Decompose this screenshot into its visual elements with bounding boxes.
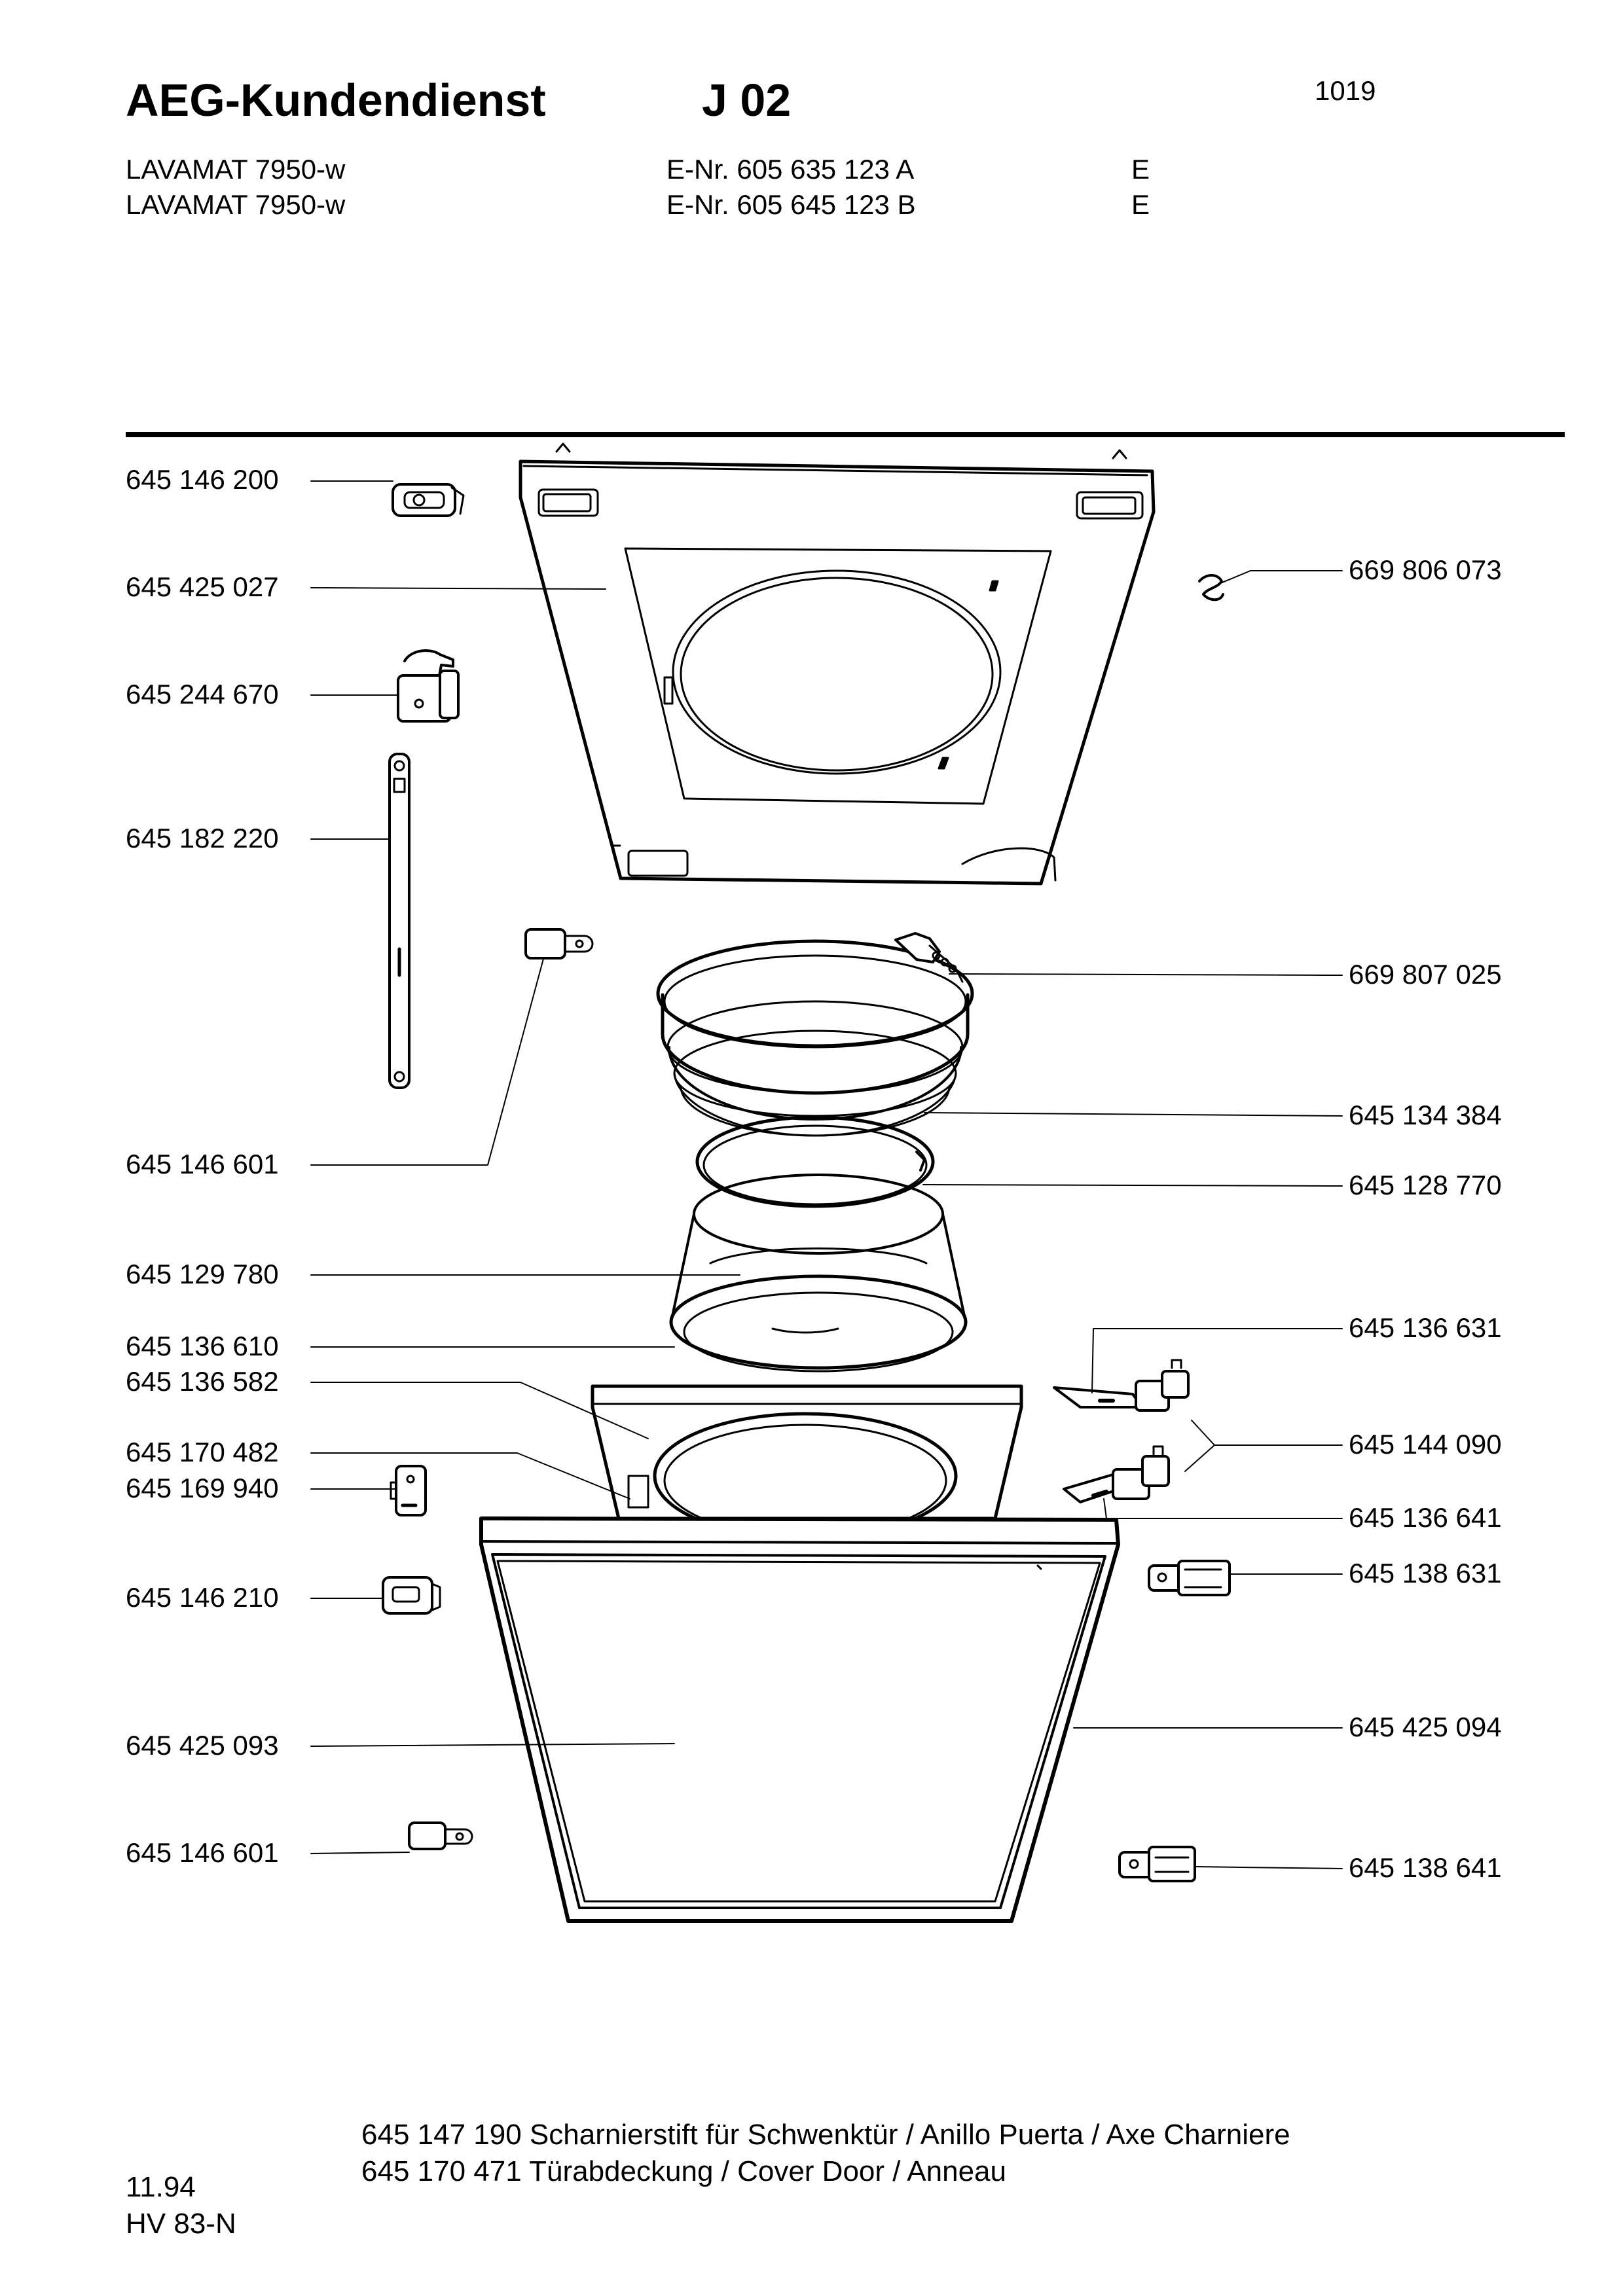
footer-note-1: 645 147 190 Scharnierstift für Schwenktü… xyxy=(361,2119,1290,2151)
part-label-left-2: 645 425 027 xyxy=(126,571,279,602)
door-gasket xyxy=(658,933,972,1136)
part-label-right-3: 645 134 384 xyxy=(1349,1100,1502,1130)
front-panel-top xyxy=(520,444,1154,884)
footer-note-2: 645 170 471 Türabdeckung / Cover Door / … xyxy=(361,2155,1006,2187)
model-variant-2: E xyxy=(1131,189,1150,220)
footer-doc-code: HV 83-N xyxy=(126,2208,236,2240)
model-variant-1: E xyxy=(1131,154,1150,185)
latch-part-169940 xyxy=(391,1466,426,1515)
part-label-left-10: 645 169 940 xyxy=(126,1473,279,1503)
part-label-right-4: 645 128 770 xyxy=(1349,1170,1502,1200)
outer-door-frame xyxy=(481,1518,1118,1921)
model-enr-2: E-Nr. 605 645 123 B xyxy=(666,189,916,220)
brand-title: AEG-Kundendienst xyxy=(126,75,546,126)
lock-part-138641 xyxy=(1120,1847,1195,1881)
part-label-right-6: 645 144 090 xyxy=(1349,1429,1502,1460)
footer-date: 11.94 xyxy=(126,2171,196,2203)
part-label-left-1: 645 146 200 xyxy=(126,464,279,495)
clip-part-146200 xyxy=(393,484,464,516)
hook-part-244670 xyxy=(398,651,458,721)
leader-lines-left xyxy=(311,481,740,1854)
part-label-left-6: 645 129 780 xyxy=(126,1259,279,1289)
part-label-left-9: 645 170 482 xyxy=(126,1437,279,1467)
lock-part-138631 xyxy=(1149,1561,1230,1595)
section-code: J 02 xyxy=(702,75,792,126)
part-label-left-3: 645 244 670 xyxy=(126,679,279,709)
part-label-right-10: 645 138 641 xyxy=(1349,1852,1502,1883)
part-label-left-4: 645 182 220 xyxy=(126,823,279,853)
inner-door-frame xyxy=(593,1386,1021,1538)
hinge-lower-136641 xyxy=(1064,1446,1169,1502)
part-label-right-9: 645 425 094 xyxy=(1349,1712,1502,1742)
page-number: 1019 xyxy=(1315,75,1376,106)
clip-part-146210 xyxy=(383,1577,440,1613)
clip-part-146601-lower xyxy=(409,1823,472,1849)
part-label-left-12: 645 425 093 xyxy=(126,1730,279,1761)
part-label-left-8: 645 136 582 xyxy=(126,1366,279,1397)
part-label-right-2: 669 807 025 xyxy=(1349,959,1502,990)
model-name-1: LAVAMAT 7950-w xyxy=(126,154,346,185)
door-glass-bowl xyxy=(671,1175,966,1371)
part-label-right-7: 645 136 641 xyxy=(1349,1502,1502,1533)
leader-lines-right xyxy=(923,571,1342,1869)
part-label-right-1: 669 806 073 xyxy=(1349,554,1502,585)
model-name-2: LAVAMAT 7950-w xyxy=(126,189,346,220)
part-label-left-11: 645 146 210 xyxy=(126,1582,279,1613)
part-label-left-7: 645 136 610 xyxy=(126,1331,279,1361)
part-label-left-13: 645 146 601 xyxy=(126,1837,279,1868)
header-rule xyxy=(126,432,1565,437)
hinge-bar-182220 xyxy=(390,754,409,1088)
part-label-left-5: 645 146 601 xyxy=(126,1149,279,1179)
part-label-right-5: 645 136 631 xyxy=(1349,1312,1502,1343)
clip-part-146601-upper xyxy=(526,929,593,958)
model-enr-1: E-Nr. 605 635 123 A xyxy=(666,154,915,185)
hinge-upper-136631 xyxy=(1054,1360,1188,1410)
part-label-right-8: 645 138 631 xyxy=(1349,1558,1502,1588)
spring-part-806073 xyxy=(1199,575,1223,600)
clamp-ring-128770 xyxy=(697,1117,933,1206)
